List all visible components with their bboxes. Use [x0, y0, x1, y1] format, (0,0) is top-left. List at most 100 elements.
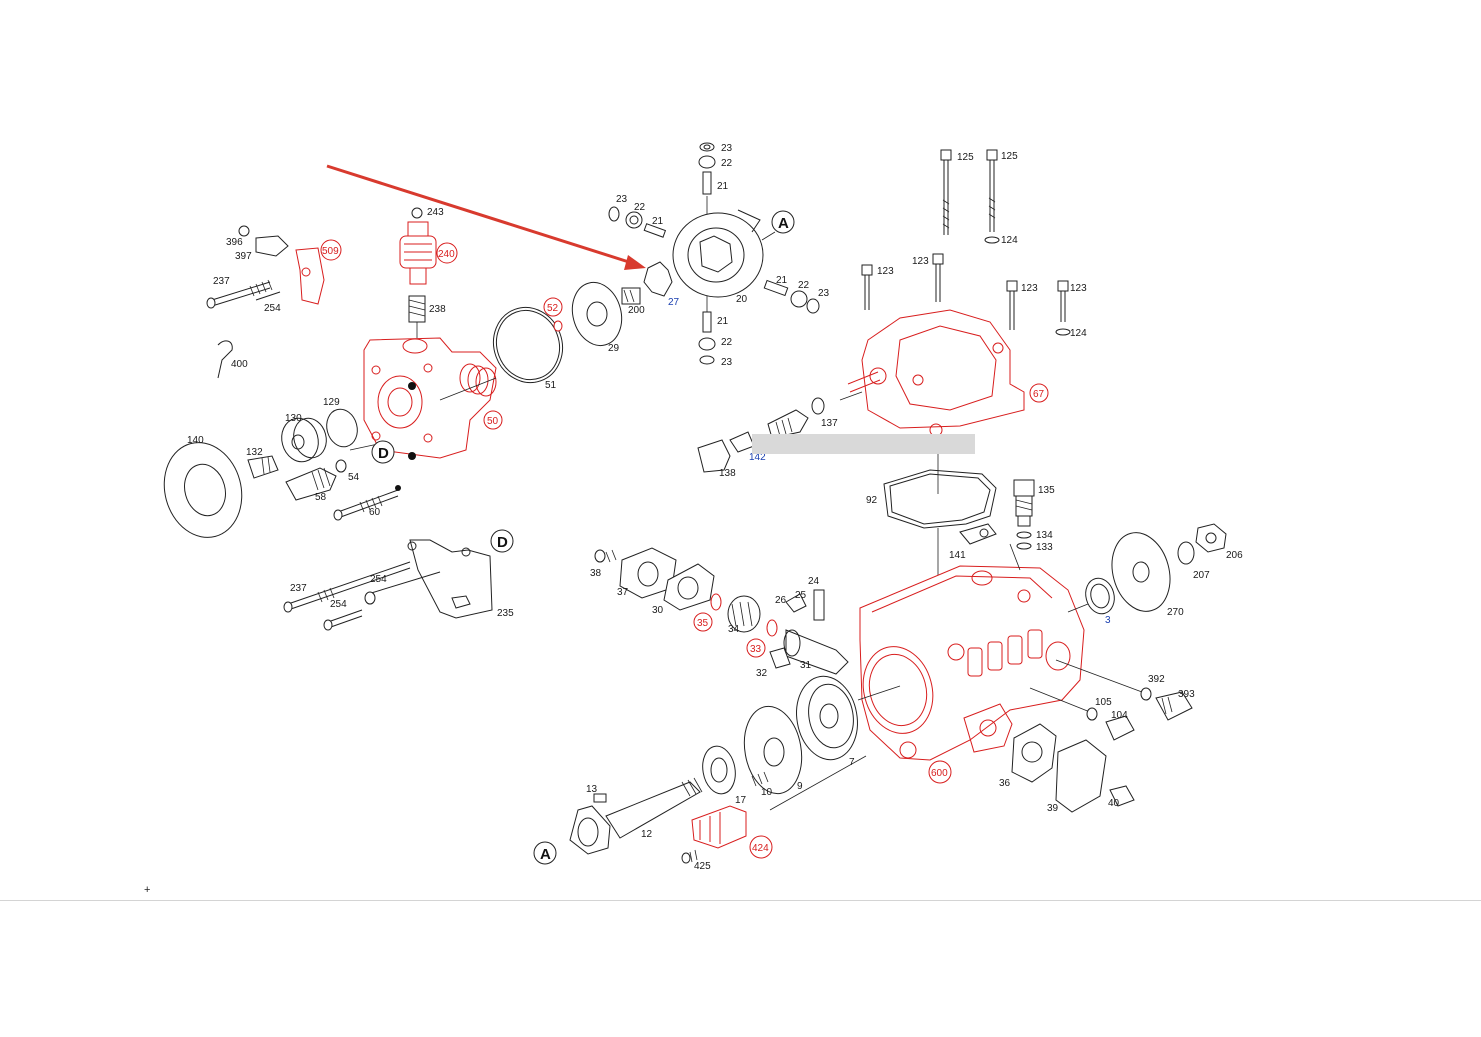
- label-397: 397: [235, 251, 252, 262]
- label-60: 60: [369, 507, 381, 518]
- label-270: 270: [1167, 607, 1184, 618]
- label-135: 135: [1038, 485, 1055, 496]
- label-21: 21: [776, 275, 788, 286]
- label-393: 393: [1178, 689, 1195, 700]
- label-243: 243: [427, 207, 444, 218]
- label-9: 9: [797, 781, 803, 792]
- label-240: 240: [438, 249, 455, 260]
- part-labels: 23 22 21 23 22 21 21 22 23 21 22 23 27 2…: [187, 143, 1243, 872]
- lever-group: [206, 225, 325, 379]
- label-39: 39: [1047, 803, 1059, 814]
- label-137: 137: [821, 418, 838, 429]
- label-22: 22: [798, 280, 810, 291]
- label-38: 38: [590, 568, 602, 579]
- label-25: 25: [795, 590, 807, 601]
- label-104: 104: [1111, 710, 1128, 721]
- label-237: 237: [213, 276, 230, 287]
- label-26: 26: [775, 595, 787, 606]
- label-509: 509: [322, 246, 339, 257]
- timing-device-parts: [594, 547, 901, 811]
- label-30: 30: [652, 605, 664, 616]
- label-67: 67: [1033, 389, 1045, 400]
- label-237: 237: [290, 583, 307, 594]
- callout-a-bottom: A: [540, 846, 551, 863]
- label-206: 206: [1226, 550, 1243, 561]
- label-20: 20: [736, 294, 748, 305]
- drive-side-parts: [163, 408, 401, 538]
- label-254: 254: [370, 574, 387, 585]
- label-36: 36: [999, 778, 1011, 789]
- label-425: 425: [694, 861, 711, 872]
- label-54: 54: [348, 472, 360, 483]
- label-129: 129: [323, 397, 340, 408]
- label-424: 424: [752, 843, 769, 854]
- label-50: 50: [487, 416, 499, 427]
- bolt-125-right: [984, 149, 1000, 244]
- label-238: 238: [429, 304, 446, 315]
- label-123: 123: [912, 256, 929, 267]
- label-10: 10: [761, 787, 773, 798]
- redaction-box: [752, 434, 975, 454]
- lower-right-parts: [1011, 659, 1193, 813]
- label-21: 21: [652, 216, 664, 227]
- label-22: 22: [634, 202, 646, 213]
- label-130: 130: [285, 413, 302, 424]
- actuator-424: [681, 805, 747, 864]
- label-29: 29: [608, 343, 620, 354]
- label-21: 21: [717, 181, 729, 192]
- label-138: 138: [719, 468, 736, 479]
- distributor-head: [349, 281, 641, 460]
- rotor-assembly: [608, 142, 820, 365]
- gasket-92: [883, 469, 997, 529]
- drive-shaft: [533, 777, 703, 865]
- divider-line: [0, 900, 1481, 901]
- pump-housing: [859, 543, 1085, 761]
- label-207: 207: [1193, 570, 1210, 581]
- label-3: 3: [1105, 615, 1111, 626]
- label-400: 400: [231, 359, 248, 370]
- pointer-arrow: [326, 164, 646, 270]
- label-392: 392: [1148, 674, 1165, 685]
- label-141: 141: [949, 550, 966, 561]
- label-396: 396: [226, 237, 243, 248]
- callout-d-bracket: D: [497, 534, 508, 551]
- label-13: 13: [586, 784, 598, 795]
- bolt-125-left: [940, 149, 952, 235]
- label-123: 123: [877, 266, 894, 277]
- label-23: 23: [721, 143, 733, 154]
- governor-cover: [697, 149, 1071, 473]
- end-plate-270: [1067, 523, 1227, 615]
- label-134: 134: [1036, 530, 1053, 541]
- label-22: 22: [721, 158, 733, 169]
- solenoid-valve: [399, 207, 437, 338]
- label-254: 254: [330, 599, 347, 610]
- label-34: 34: [728, 624, 740, 635]
- label-125: 125: [957, 152, 974, 163]
- label-52: 52: [547, 303, 559, 314]
- label-254: 254: [264, 303, 281, 314]
- label-92: 92: [866, 495, 878, 506]
- label-37: 37: [617, 587, 629, 598]
- callout-a-top: A: [778, 215, 789, 232]
- label-132: 132: [246, 447, 263, 458]
- label-23: 23: [818, 288, 830, 299]
- label-133: 133: [1036, 542, 1053, 553]
- label-32: 32: [756, 668, 768, 679]
- label-7: 7: [849, 757, 855, 768]
- label-124: 124: [1070, 328, 1087, 339]
- label-22: 22: [721, 337, 733, 348]
- label-142: 142: [749, 452, 766, 463]
- label-124: 124: [1001, 235, 1018, 246]
- callout-d-left: D: [378, 445, 389, 462]
- label-12: 12: [641, 829, 653, 840]
- label-33: 33: [750, 644, 762, 655]
- label-125: 125: [1001, 151, 1018, 162]
- label-17: 17: [735, 795, 747, 806]
- label-200: 200: [628, 305, 645, 316]
- label-51: 51: [545, 380, 557, 391]
- label-24: 24: [808, 576, 820, 587]
- pressure-valve-135: [959, 479, 1035, 550]
- plus-marker: +: [144, 884, 151, 896]
- label-35: 35: [697, 618, 709, 629]
